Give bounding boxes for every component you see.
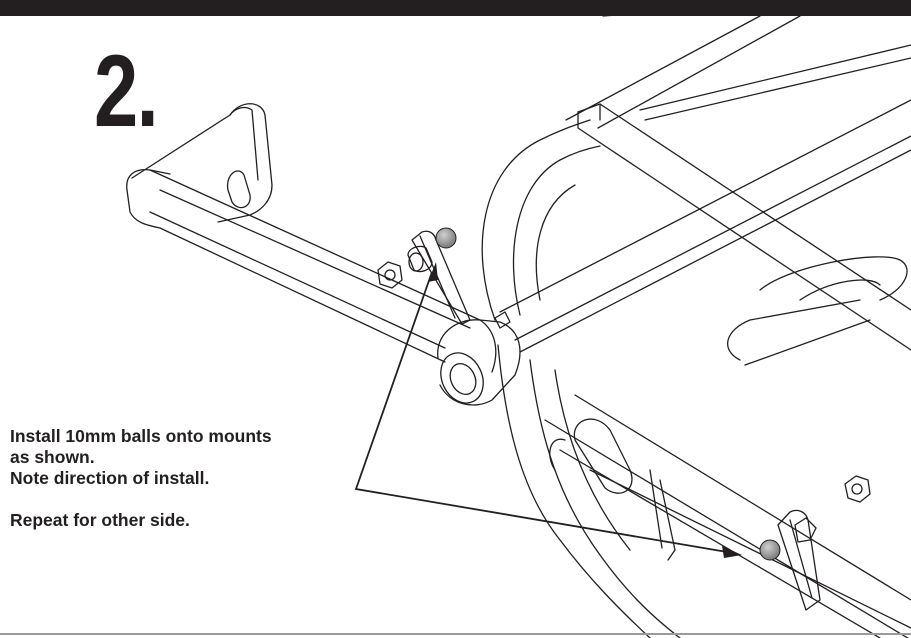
- lower-rail: [544, 394, 911, 638]
- instruction-line: Repeat for other side.: [10, 510, 190, 530]
- small-pin: [494, 311, 511, 329]
- instruction-line: Note direction of install.: [10, 468, 210, 488]
- side-plate: [573, 418, 676, 561]
- header-bar: [0, 0, 911, 16]
- main-frame-rails: [565, 0, 911, 351]
- footer-rule: [0, 633, 911, 635]
- arrowhead-lower: [722, 546, 742, 558]
- instruction-text: Install 10mm balls onto mounts as shown.…: [10, 426, 390, 531]
- step-number: 2.: [94, 34, 159, 148]
- arrowhead-upper: [428, 262, 438, 282]
- left-hex-nut: [377, 261, 403, 289]
- upper-stud: [407, 245, 433, 273]
- instruction-line: as shown.: [10, 447, 95, 467]
- leader-lines: [354, 271, 734, 554]
- curved-tube: [481, 119, 681, 638]
- mount-plate-slot: [727, 256, 908, 366]
- ball-mount-tab-lower: [777, 509, 821, 611]
- ball-lower: [759, 539, 781, 561]
- left-tube: [126, 169, 481, 363]
- pivot-barrel: [437, 319, 521, 406]
- instruction-line: Install 10mm balls onto mounts: [10, 426, 272, 446]
- ball-upper: [435, 227, 457, 249]
- right-hex-nut: [844, 475, 871, 503]
- cross-bar: [499, 99, 911, 353]
- lower-stud: [794, 517, 817, 543]
- upright-bracket: [131, 103, 273, 223]
